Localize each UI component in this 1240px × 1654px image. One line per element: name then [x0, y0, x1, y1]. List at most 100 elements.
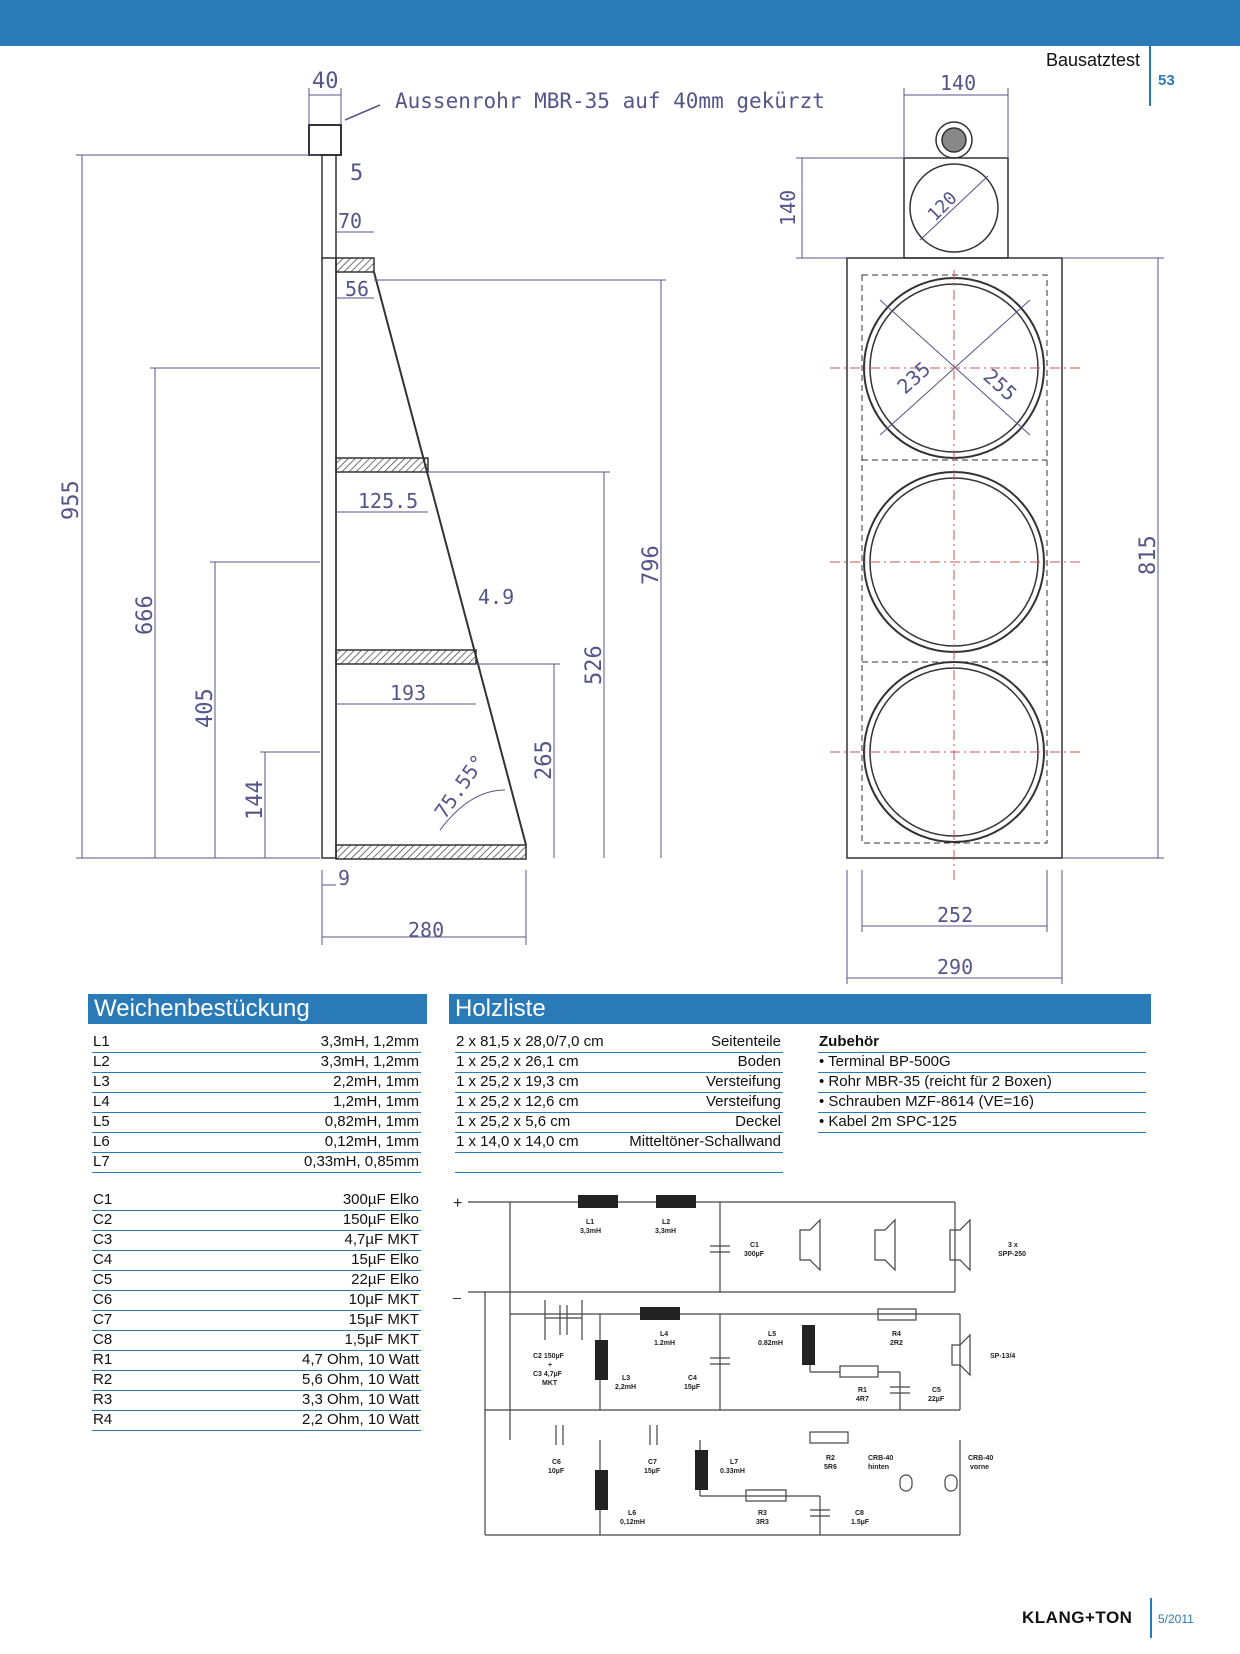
coil-row-key: L4: [93, 1093, 110, 1110]
dim-265: 265: [532, 740, 557, 780]
capacitor-row-value: 22µF Elko: [351, 1271, 419, 1288]
label-C7-val: 15µF: [644, 1468, 661, 1475]
label-C5: C5: [932, 1387, 941, 1394]
circuit-plus: +: [453, 1195, 462, 1212]
capacitor-row-key: C6: [93, 1291, 113, 1308]
wood-row-key: 1 x 25,2 x 5,6 cm: [456, 1113, 571, 1130]
label-crb-hinten: CRB-40: [868, 1455, 893, 1462]
side-view: [308, 124, 527, 860]
dim-angle: 75.55°: [429, 750, 490, 823]
accessory-list: Zubehör • Terminal BP-500G• Rohr MBR-35 …: [818, 1033, 1146, 1133]
capacitor-row-key: C1: [93, 1191, 113, 1208]
dim-526: 526: [582, 645, 607, 685]
label-L6-val: 0,12mH: [620, 1519, 645, 1526]
label-c2c3-a: C2 150µF: [533, 1353, 565, 1360]
label-L3: L3: [622, 1375, 630, 1382]
accessory-row: • Schrauben MZF-8614 (VE=16): [818, 1093, 1146, 1113]
front-dimensions: [796, 88, 1164, 984]
label-L5-val: 0.82mH: [758, 1340, 783, 1347]
label-R4-val: 2R2: [890, 1340, 903, 1347]
wood-row-value: Versteifung: [705, 1093, 781, 1110]
dim-9: 9: [338, 866, 350, 890]
label-L3-val: 2,2mH: [615, 1384, 636, 1391]
dim-140-h: 140: [776, 190, 800, 226]
label-spp-val: SPP-250: [998, 1251, 1026, 1258]
brand-logo: KLANG+TON: [1022, 1608, 1133, 1627]
label-crb-vorne-val: vorne: [970, 1464, 989, 1471]
label-C1-val: 300µF: [744, 1251, 765, 1258]
wood-row: 1 x 25,2 x 19,3 cm Versteifung: [455, 1073, 783, 1093]
label-R3: R3: [758, 1510, 767, 1517]
dim-40: 40: [312, 69, 339, 94]
label-R4: R4: [892, 1331, 901, 1338]
capacitor-row-key: C2: [93, 1211, 113, 1228]
issue-label: 5/2011: [1158, 1612, 1194, 1626]
coil-row-value: 0,33mH, 0,85mm: [303, 1153, 419, 1170]
capacitor-row-key: C8: [93, 1331, 113, 1348]
resistor-row-key: R2: [93, 1371, 113, 1388]
label-R3-val: 3R3: [756, 1519, 769, 1526]
coil-row: L1 3,3mH, 1,2mm: [92, 1033, 421, 1053]
dim-5: 5: [350, 161, 363, 186]
coil-row-key: L7: [93, 1153, 110, 1170]
label-spp: 3 x: [1008, 1242, 1018, 1249]
label-L7: L7: [730, 1459, 738, 1466]
label-crb-hinten-val: hinten: [868, 1464, 889, 1471]
label-sp13: SP-13/4: [990, 1353, 1015, 1360]
label-C8-val: 1.5µF: [851, 1519, 870, 1526]
holz-heading: Holzliste: [449, 994, 1151, 1024]
resistor-row-value: 5,6 Ohm, 10 Watt: [302, 1371, 419, 1388]
resistor-row-key: R1: [93, 1351, 113, 1368]
label-c2c3-c: C3 4,7µF: [533, 1371, 563, 1378]
label-R2: R2: [826, 1455, 835, 1462]
dim-255: 255: [979, 364, 1022, 406]
capacitor-row-value: 150µF Elko: [342, 1211, 419, 1228]
accessory-row-key: • Schrauben MZF-8614 (VE=16): [819, 1093, 1034, 1110]
wood-row-value: Deckel: [735, 1113, 781, 1130]
dim-note: Aussenrohr MBR-35 auf 40mm gekürzt: [395, 89, 825, 113]
coil-row-value: 3,3mH, 1,2mm: [320, 1033, 419, 1050]
label-C1: C1: [750, 1242, 759, 1249]
label-R1-val: 4R7: [856, 1396, 869, 1403]
coil-row-key: L1: [93, 1033, 110, 1050]
dim-120: 120: [924, 188, 962, 226]
label-R2-val: 5R6: [824, 1464, 837, 1471]
capacitor-row-value: 1,5µF MKT: [344, 1331, 420, 1348]
circuit-minus: _: [452, 1283, 461, 1299]
label-C6: C6: [552, 1459, 561, 1466]
dim-125-5: 125.5: [358, 489, 418, 513]
dim-815: 815: [1136, 535, 1161, 575]
label-C5-val: 22µF: [928, 1396, 945, 1403]
dim-4-9: 4.9: [478, 585, 514, 609]
accessory-row-key: • Rohr MBR-35 (reicht für 2 Boxen): [819, 1073, 1052, 1090]
wood-row-key: 1 x 25,2 x 26,1 cm: [456, 1053, 579, 1070]
label-crb-vorne: CRB-40: [968, 1455, 993, 1462]
accessory-row-key: • Kabel 2m SPC-125: [819, 1113, 957, 1130]
label-c2c3-b: +: [548, 1362, 552, 1369]
resistor-row-key: R3: [93, 1391, 113, 1408]
label-L6: L6: [628, 1510, 636, 1517]
wood-row: 1 x 25,2 x 5,6 cm Deckel: [455, 1113, 783, 1133]
label-R1: R1: [858, 1387, 867, 1394]
label-C4-val: 15µF: [684, 1384, 701, 1391]
coil-row-value: 0,12mH, 1mm: [324, 1133, 419, 1150]
accessory-heading: Zubehör: [818, 1033, 1146, 1053]
wood-row-value: Versteifung: [705, 1073, 781, 1090]
capacitor-row-key: C4: [93, 1251, 113, 1268]
label-L4-val: 1.2mH: [654, 1340, 675, 1347]
wood-row-key: 1 x 25,2 x 19,3 cm: [456, 1073, 579, 1090]
accessory-row: • Kabel 2m SPC-125: [818, 1113, 1146, 1133]
